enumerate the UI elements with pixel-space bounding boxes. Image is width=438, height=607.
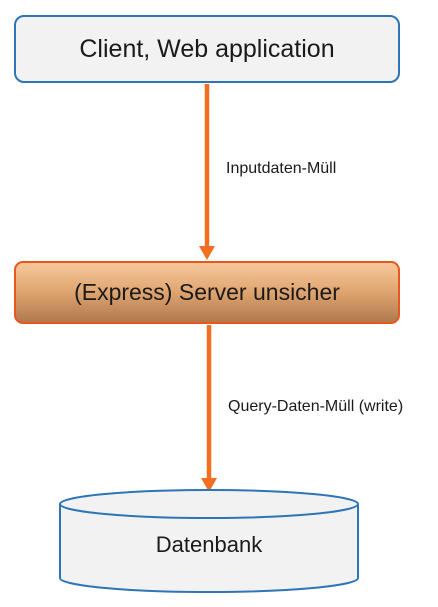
client-node-label: Client, Web application: [79, 34, 335, 63]
server-node-label: (Express) Server unsicher: [74, 279, 340, 305]
edge-label-query-data: Query-Daten-Müll (write): [228, 398, 404, 415]
edge-label-input-data: Inputdaten-Müll: [226, 160, 337, 177]
client-web-application-node: Client, Web application: [14, 15, 400, 83]
database-node-label: Datenbank: [155, 532, 263, 557]
database-cylinder: [59, 489, 359, 593]
express-server-node: (Express) Server unsicher: [14, 261, 400, 324]
arrowhead-server-to-database: [201, 478, 217, 492]
arrowhead-client-to-server: [199, 246, 215, 260]
